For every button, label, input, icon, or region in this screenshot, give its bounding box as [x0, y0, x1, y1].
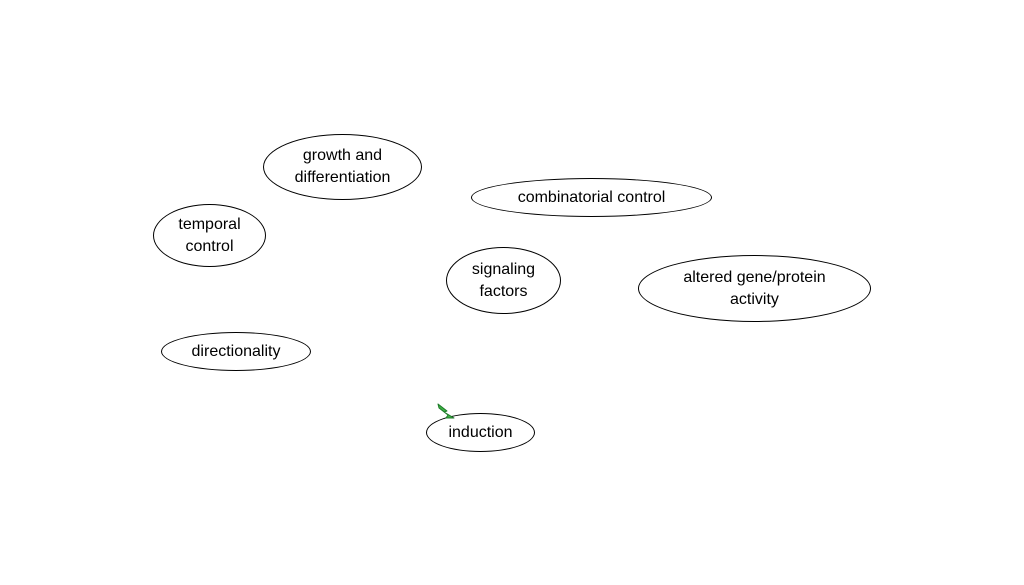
node-label: growth and differentiation [294, 147, 391, 186]
node-growth-and-differentiation[interactable]: growth and differentiation [263, 134, 422, 200]
node-induction[interactable]: induction [426, 413, 535, 452]
node-label: induction [448, 423, 513, 441]
node-temporal-control[interactable]: temporal control [153, 204, 266, 267]
green-arrow-cursor-icon [437, 403, 455, 419]
node-directionality[interactable]: directionality [161, 332, 311, 371]
node-label: signaling factors [471, 260, 536, 300]
node-altered-gene-protein-activity[interactable]: altered gene/protein activity [638, 255, 871, 322]
node-label: directionality [191, 342, 281, 360]
node-label: altered gene/protein activity [683, 268, 826, 308]
node-label: temporal control [178, 215, 241, 255]
node-combinatorial-control[interactable]: combinatorial control [471, 178, 712, 217]
node-signaling-factors[interactable]: signaling factors [446, 247, 561, 314]
node-label: combinatorial control [517, 188, 666, 206]
